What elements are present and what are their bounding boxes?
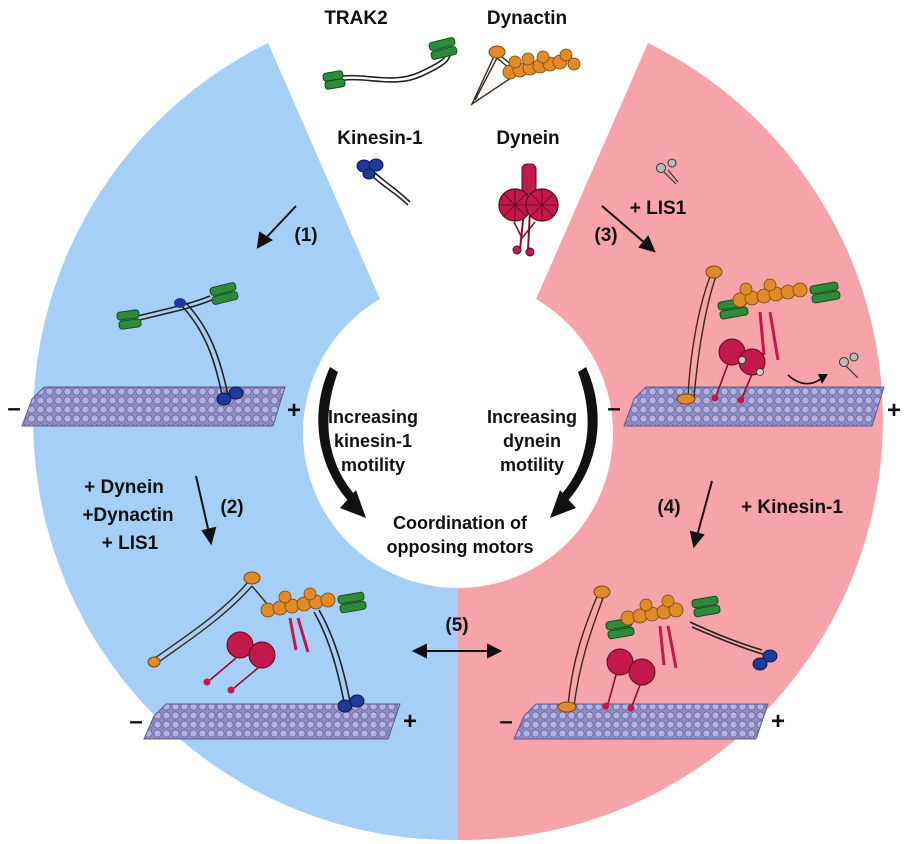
- step-4-label: (4): [657, 497, 680, 518]
- dynactin-label: Dynactin: [487, 8, 567, 29]
- step-3-label: (3): [594, 225, 617, 246]
- center-circle: [303, 278, 613, 588]
- step-arrows: [195, 205, 713, 659]
- dynein-label: Dynein: [496, 128, 559, 149]
- complex-trak2-kinesin: [116, 282, 244, 406]
- complex-dynein-dynactin-lis1: [676, 265, 859, 405]
- minus-end-top-right: –: [607, 395, 620, 422]
- dynactin-icon: [470, 45, 581, 106]
- plus-end-top-right: +: [887, 397, 901, 424]
- center-left-line-2: kinesin-1: [334, 431, 412, 451]
- plus-end-bottom-left: +: [403, 708, 417, 735]
- left-curved-arrow: [318, 367, 356, 505]
- add-lis1-left-label: + LIS1: [102, 533, 159, 554]
- minus-end-top-left: –: [7, 395, 20, 422]
- minus-end-bottom-left: –: [129, 708, 142, 735]
- step-2-label: (2): [220, 497, 243, 518]
- right-curved-arrowhead: [550, 490, 576, 518]
- center-right-line-1: Increasing: [487, 407, 577, 427]
- kinesin-side-background: [33, 43, 458, 841]
- complex-full-kinesin-bound: [147, 571, 367, 713]
- step-5-label: (5): [445, 615, 468, 636]
- center-right-line-2: dynein: [503, 431, 561, 451]
- microtubule-bottom-left: [143, 703, 401, 740]
- kinesin-1-icon: [356, 158, 411, 206]
- add-kinesin-1-label: + Kinesin-1: [741, 497, 843, 518]
- dynein-icon: [498, 163, 559, 257]
- microtubule-top-left: [21, 386, 286, 427]
- step-1-label: (1): [294, 225, 317, 246]
- plus-end-top-left: +: [287, 397, 301, 424]
- center-left-line-1: Increasing: [328, 407, 418, 427]
- add-dynactin-label: +Dynactin: [82, 505, 173, 526]
- microtubule-bottom-right: [513, 703, 769, 740]
- plus-end-bottom-right: +: [771, 708, 785, 735]
- add-dynein-label: + Dynein: [84, 477, 164, 498]
- trak2-icon: [322, 37, 458, 90]
- minus-end-bottom-right: –: [499, 708, 512, 735]
- center-bottom-line-1: Coordination of: [393, 513, 528, 533]
- kinesin-1-label: Kinesin-1: [337, 128, 423, 149]
- center-bottom-line-2: opposing motors: [387, 537, 534, 557]
- left-curved-arrowhead: [340, 490, 366, 518]
- add-lis1-right-label: + LIS1: [630, 198, 687, 219]
- lis1-icon: [656, 158, 679, 185]
- right-curved-arrow: [560, 367, 598, 505]
- complex-full-dynein-bound: [557, 585, 778, 713]
- dynein-side-background: [458, 43, 883, 841]
- center-right-line-3: motility: [500, 455, 564, 475]
- center-left-line-3: motility: [341, 455, 405, 475]
- trak2-label: TRAK2: [324, 8, 387, 29]
- microtubule-top-right: [623, 386, 885, 427]
